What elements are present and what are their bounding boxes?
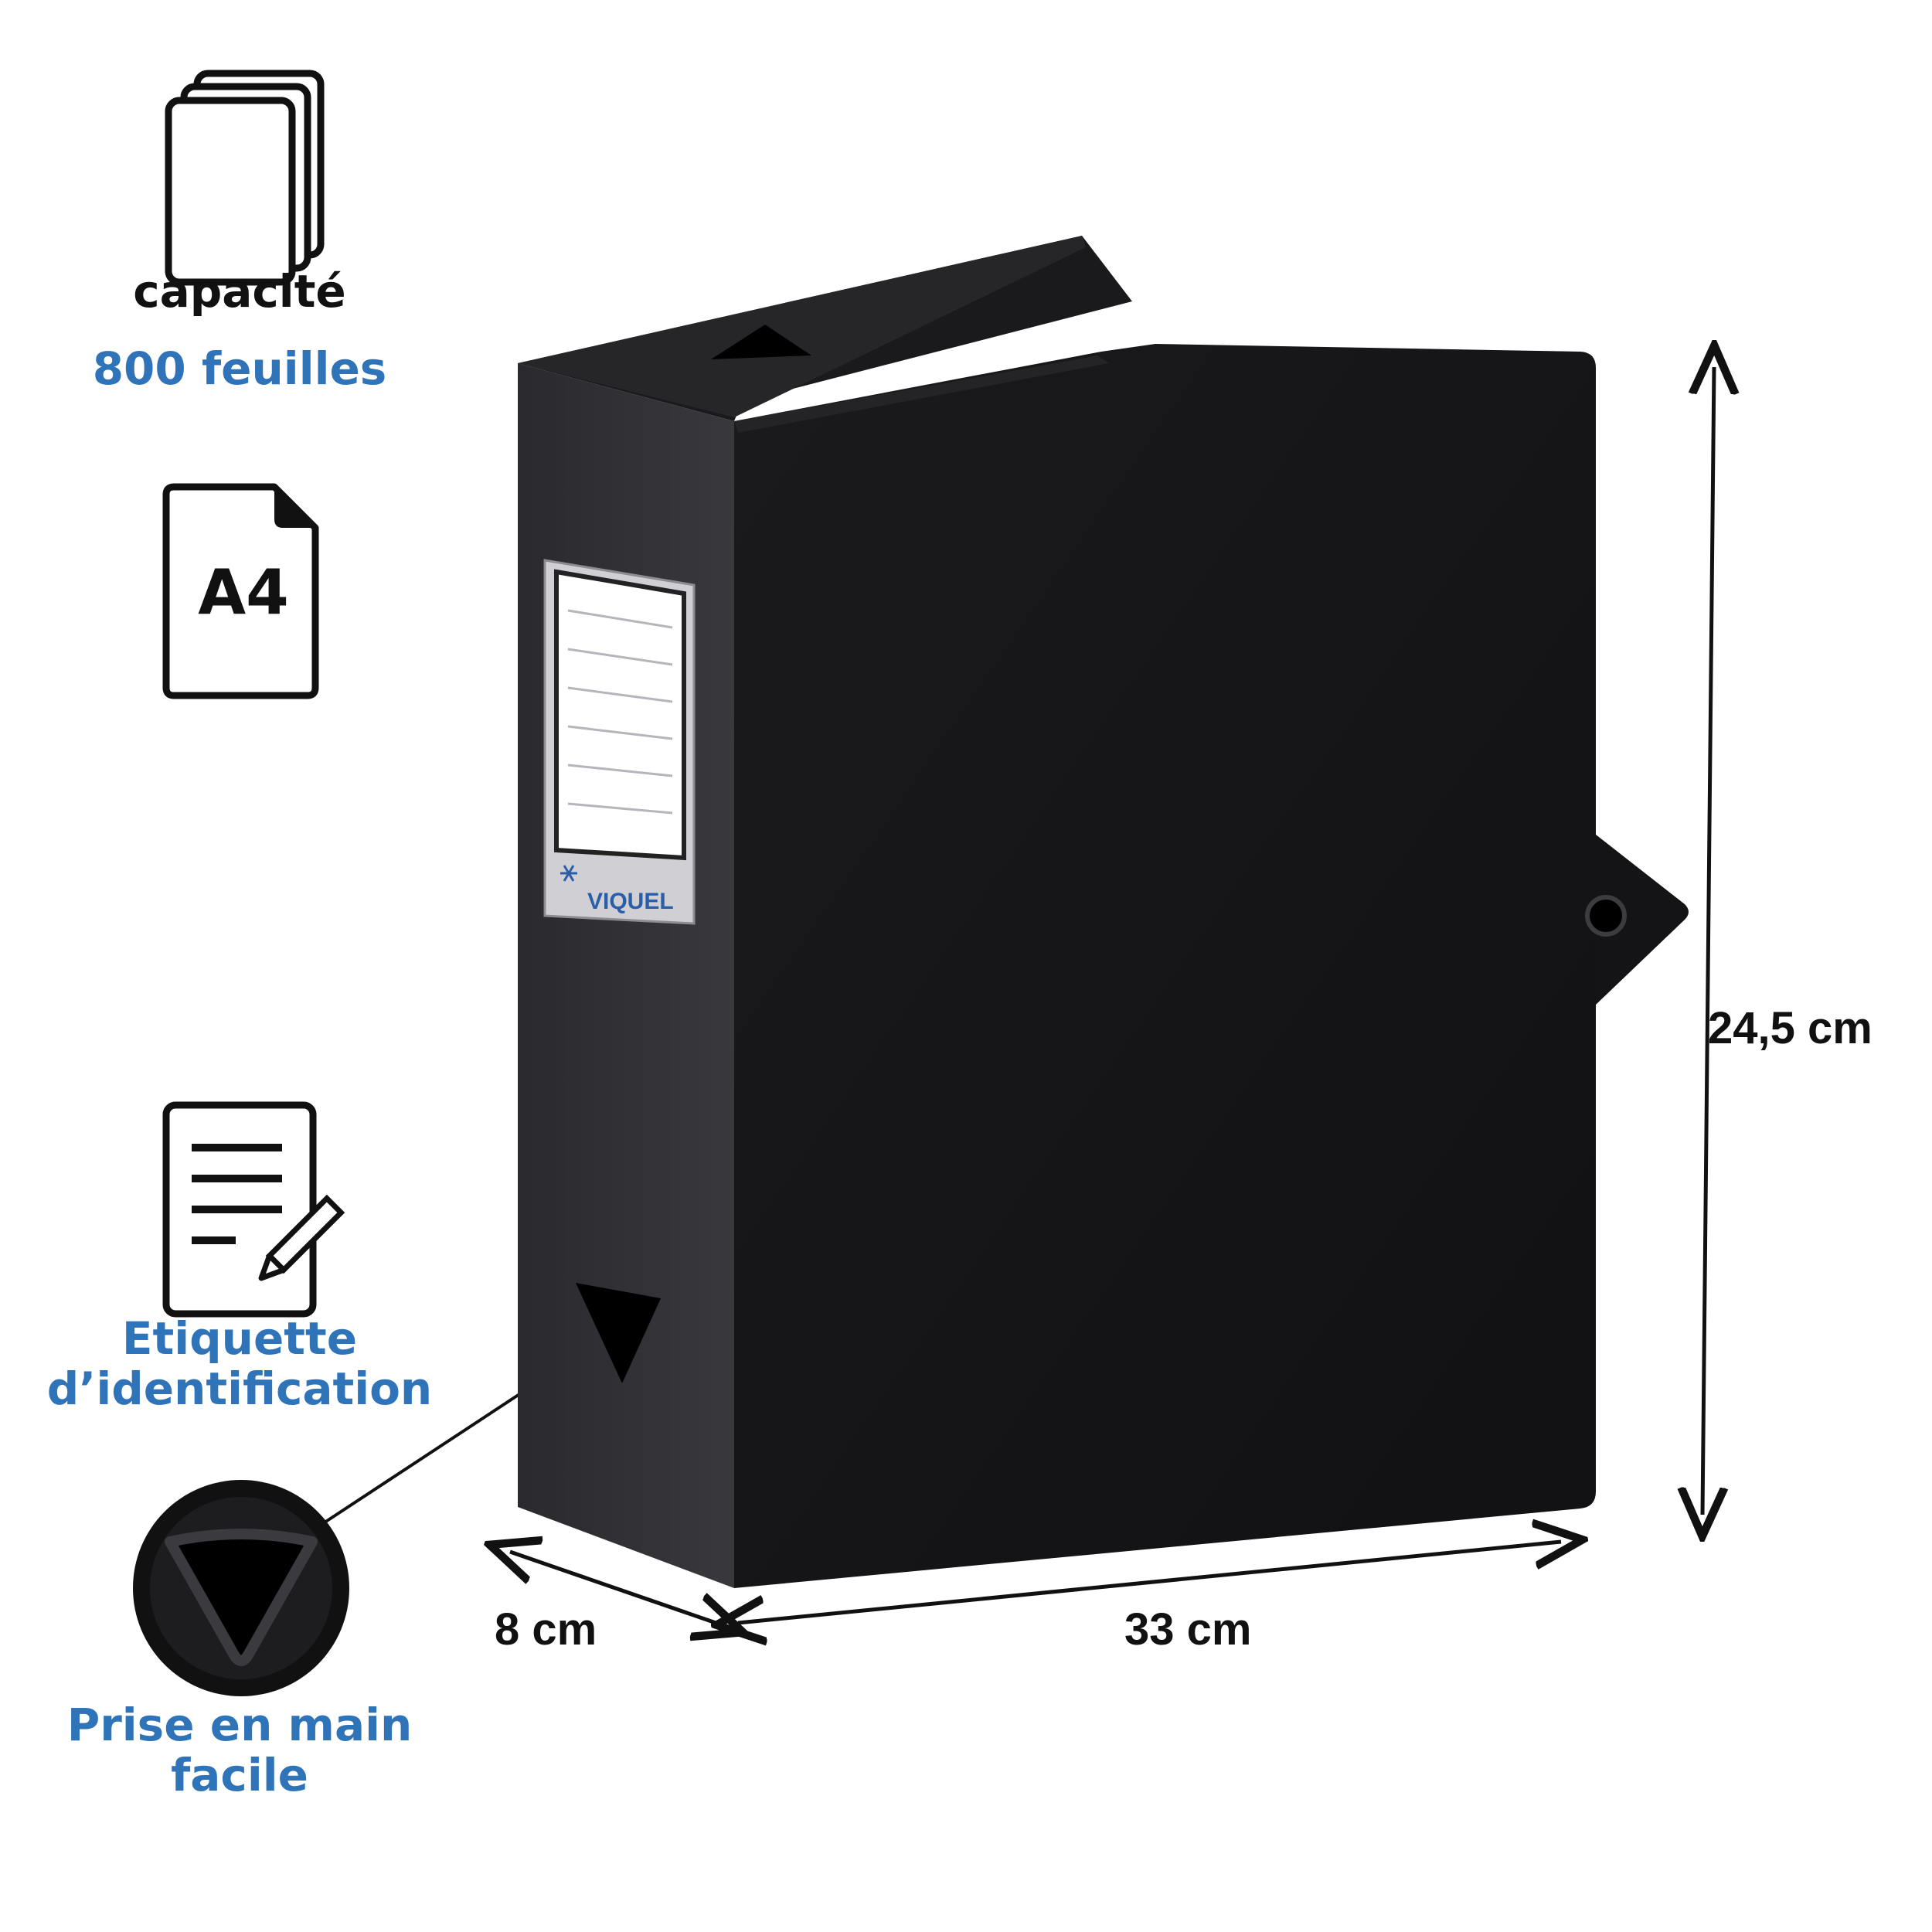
- depth-dimension-label: 8 cm: [495, 1604, 597, 1655]
- depth-dimension-arrow: [510, 1552, 723, 1625]
- box-spine: [518, 363, 734, 1588]
- closure-tab: [1585, 835, 1689, 1005]
- label-edit-icon: [162, 1101, 345, 1318]
- a4-page-icon: [162, 483, 319, 699]
- width-dimension-label: 33 cm: [1124, 1604, 1252, 1655]
- paper-format-label: A4: [198, 556, 289, 628]
- grip-hole-icon: [133, 1480, 349, 1696]
- capacity-value: 800 feuilles: [92, 342, 387, 395]
- brand-logo-text: VIQUEL: [587, 889, 674, 914]
- box-top: [518, 236, 1132, 421]
- capacity-label: capacité: [133, 265, 346, 318]
- height-dimension-label: 24,5 cm: [1708, 1003, 1872, 1053]
- width-dimension-arrow: [738, 1542, 1561, 1623]
- grip-feature-text: Prise en main facile: [66, 1699, 413, 1801]
- spine-label-window: [543, 559, 696, 925]
- label-feature-text: Etiquette d’identification: [46, 1312, 433, 1415]
- height-dimension-arrow: [1702, 367, 1714, 1515]
- document-stack-icon: [165, 70, 325, 286]
- box-front-cover: [734, 344, 1596, 1588]
